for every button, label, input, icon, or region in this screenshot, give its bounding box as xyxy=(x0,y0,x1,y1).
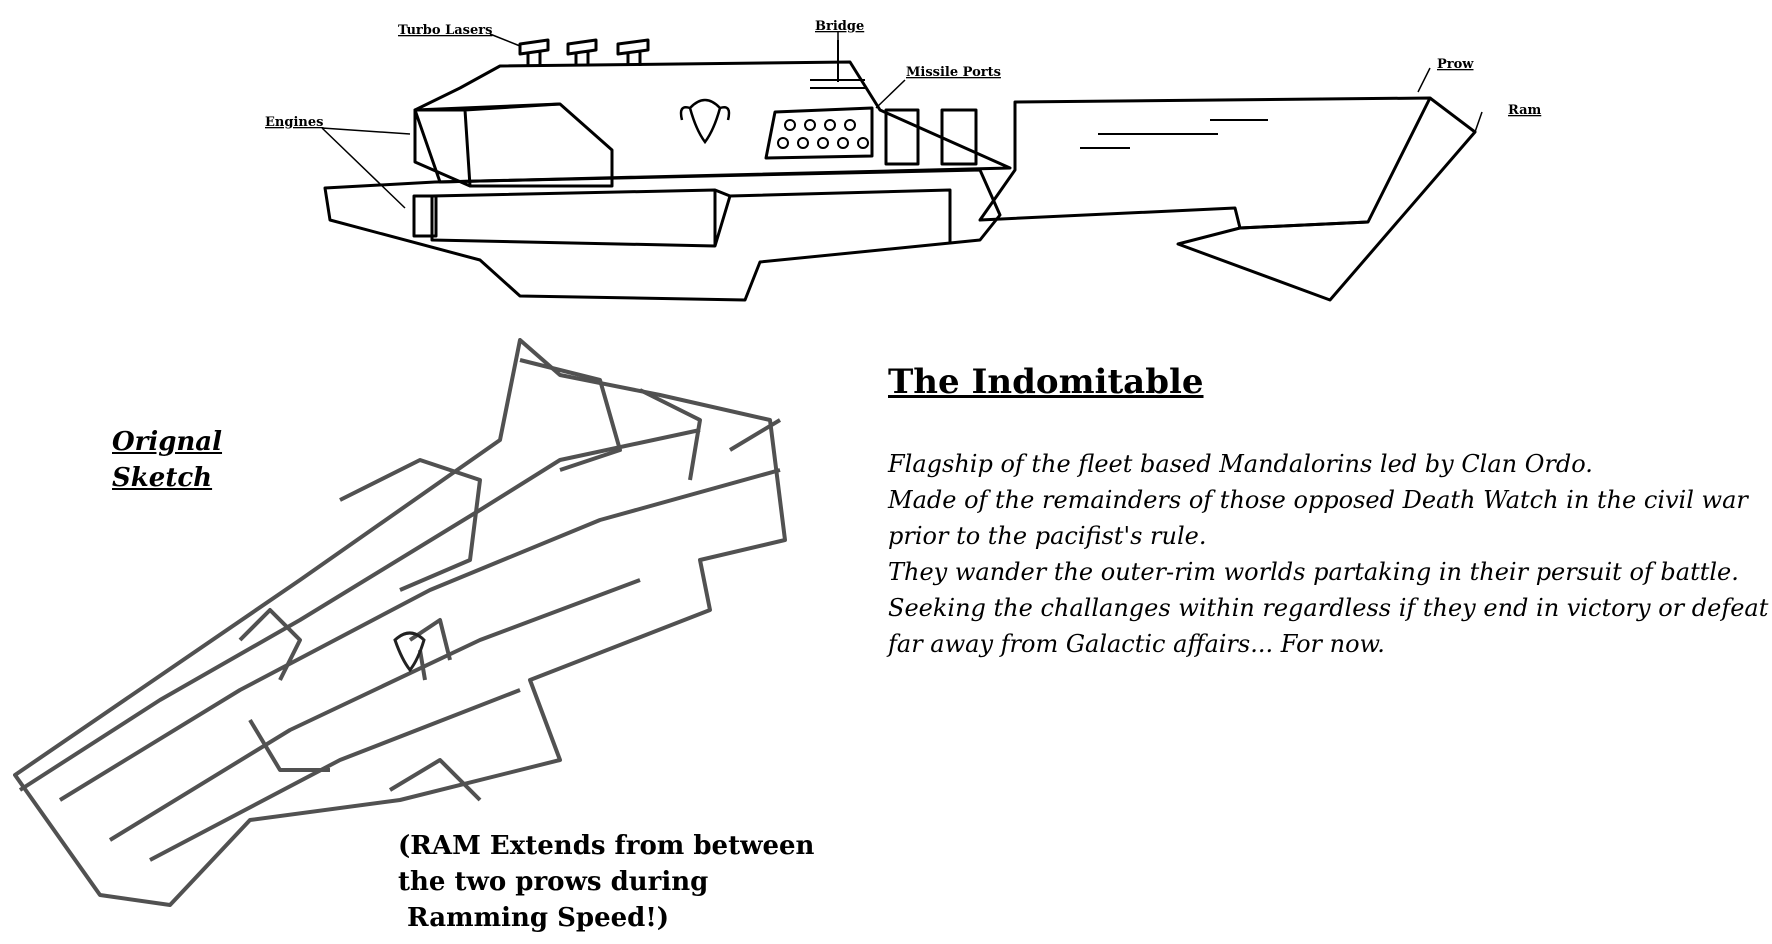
ship-description: Flagship of the fleet based Mandalorins … xyxy=(888,446,1768,662)
original-sketch-drawing xyxy=(13,338,787,907)
mythosaur-emblem-icon xyxy=(679,98,731,145)
turbo-lasers-leader xyxy=(489,33,521,47)
description-line: far away from Galactic affairs... For no… xyxy=(888,630,1385,658)
missile-ports xyxy=(777,119,869,149)
prow-leader xyxy=(1417,67,1431,93)
hull-block-1 xyxy=(884,108,920,166)
description-line: prior to the pacifist's rule. xyxy=(888,522,1207,550)
ram-leader xyxy=(1474,111,1483,133)
engines-leader xyxy=(321,127,411,209)
ram-note-line: Ramming Speed!) xyxy=(398,903,670,933)
hull-block-2 xyxy=(940,108,978,166)
sketch-emblem-icon xyxy=(393,631,426,673)
ram-note-line: the two prows during xyxy=(398,867,709,897)
engine-nozzle xyxy=(412,194,438,238)
ram-note-line: (RAM Extends from between xyxy=(398,831,815,861)
prow xyxy=(978,96,1432,230)
callout-engines: Engines xyxy=(265,115,323,130)
description-line: They wander the outer-rim worlds partaki… xyxy=(888,558,1739,586)
upper-deck xyxy=(413,60,1012,184)
callout-turbo-lasers: Turbo Lasers xyxy=(398,23,492,38)
callout-bridge: Bridge xyxy=(815,19,864,34)
turbo-laser-turrets xyxy=(518,38,650,66)
side-armor xyxy=(430,188,732,248)
sketch-label-line: Sketch xyxy=(112,463,213,493)
description-line: Made of the remainders of those opposed … xyxy=(888,486,1748,514)
ram-note: (RAM Extends from between the two prows … xyxy=(398,828,814,936)
original-sketch-label: Orignal Sketch xyxy=(112,424,222,496)
description-line: Seeking the challanges within regardless… xyxy=(888,594,1769,622)
missile-ports-leader xyxy=(875,79,906,109)
ship-title: The Indomitable xyxy=(888,362,1204,402)
description-line: Flagship of the fleet based Mandalorins … xyxy=(888,450,1593,478)
sketch-label-line: Orignal xyxy=(112,427,223,457)
callout-prow: Prow xyxy=(1437,57,1474,72)
callout-missile-ports: Missile Ports xyxy=(906,65,1001,80)
callout-ram: Ram xyxy=(1508,103,1542,118)
engine-block xyxy=(413,102,614,188)
missile-port-panel xyxy=(764,106,874,160)
ram xyxy=(1176,96,1477,302)
